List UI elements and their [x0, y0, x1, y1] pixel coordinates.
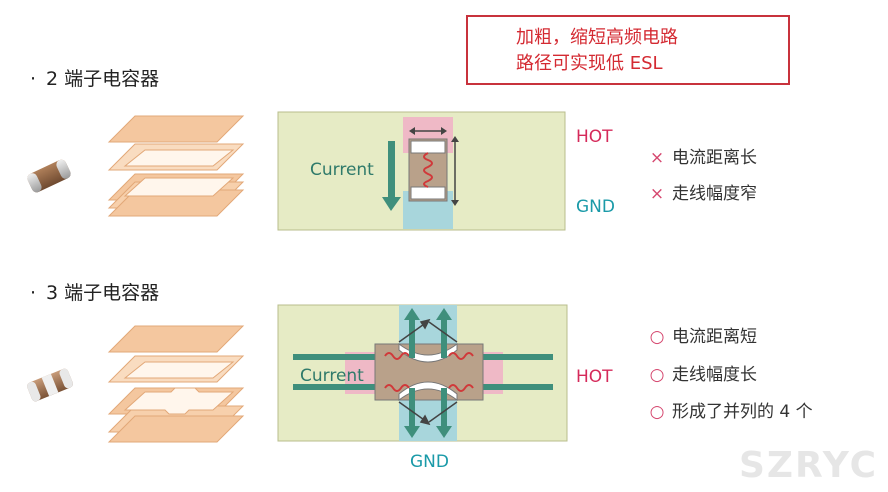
chip-3-terminal-image	[27, 368, 73, 402]
board-3-terminal	[277, 304, 568, 442]
section-3-terminal-title: ·3 端子电容器	[30, 282, 160, 304]
note-3-terminal-3: ○形成了并列的 4 个	[649, 402, 813, 422]
hot-label-3-terminal: HOT	[576, 367, 613, 387]
hot-label-2-terminal: HOT	[576, 127, 613, 147]
layer-stack-2-terminal	[107, 115, 245, 217]
callout-line-1: 加粗，缩短高频电路	[516, 27, 678, 48]
watermark: SZRYC	[739, 445, 878, 486]
layer-stack-3-terminal	[107, 325, 245, 443]
note-2-terminal-1: ×电流距离长	[649, 148, 757, 168]
callout-line-2: 路径可实现低 ESL	[516, 53, 663, 74]
current-label-3-terminal: Current	[300, 366, 364, 386]
current-label-2-terminal: Current	[310, 160, 374, 180]
board-2-terminal	[277, 111, 566, 231]
note-3-terminal-1: ○电流距离短	[649, 327, 757, 347]
note-3-terminal-2: ○走线幅度长	[649, 365, 757, 385]
chip-2-terminal-image	[27, 159, 71, 193]
note-2-terminal-2: ×走线幅度窄	[649, 184, 757, 204]
callout-box: 加粗，缩短高频电路 路径可实现低 ESL	[466, 15, 790, 85]
gnd-label-2-terminal: GND	[576, 197, 615, 217]
gnd-label-3-terminal: GND	[410, 452, 449, 472]
section-2-terminal-title: ·2 端子电容器	[30, 68, 160, 90]
